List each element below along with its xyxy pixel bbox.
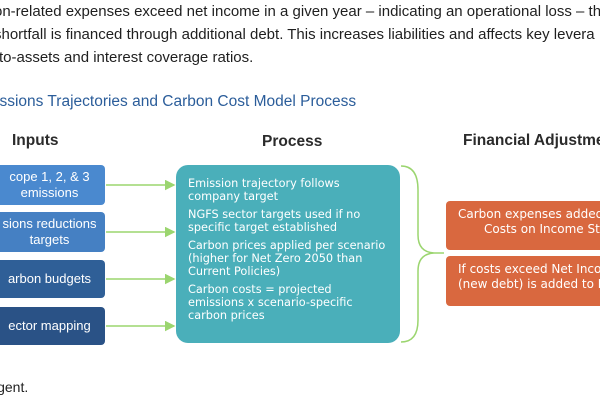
footer-text: igent. xyxy=(0,379,29,395)
process-step: NGFS sector targets used if no specific … xyxy=(188,208,394,234)
input-label: emissions xyxy=(20,185,79,200)
financial-box-carbon-expenses: Carbon expenses added to Costs on Income… xyxy=(446,201,600,250)
process-text: specific target established xyxy=(188,221,338,234)
output-bracket xyxy=(400,165,435,343)
input-label: targets xyxy=(29,232,70,247)
process-step: Carbon costs = projected emissions x sce… xyxy=(188,283,394,322)
financial-text: Costs on Income Stat xyxy=(484,222,600,236)
process-text: Current Policies) xyxy=(188,265,281,278)
process-text: emissions x scenario-specific xyxy=(188,296,353,309)
input-label: ector mapping xyxy=(8,318,91,333)
figure-title: issions Trajectories and Carbon Cost Mod… xyxy=(0,93,357,110)
input-carbon-budgets: arbon budgets xyxy=(0,260,105,298)
financial-text: Carbon expenses added to xyxy=(458,207,600,221)
paragraph-line: shortfall is financed through additional… xyxy=(0,26,595,43)
financial-header: Financial Adjustment xyxy=(463,132,600,149)
process-text: Emission trajectory follows xyxy=(188,177,340,190)
process-step: Emission trajectory follows company targ… xyxy=(188,177,394,203)
input-sector-mapping: ector mapping xyxy=(0,307,105,345)
financial-text: If costs exceed Net Incom xyxy=(458,262,600,276)
input-label: arbon budgets xyxy=(7,271,92,286)
paragraph-line: on-related expenses exceed net income in… xyxy=(0,3,600,20)
input-label: cope 1, 2, & 3 xyxy=(9,169,90,184)
process-text: NGFS sector targets used if no xyxy=(188,208,361,221)
process-text: (higher for Net Zero 2050 than xyxy=(188,252,363,265)
process-text: carbon prices xyxy=(188,309,265,322)
paragraph-line: -to-assets and interest coverage ratios. xyxy=(0,49,254,66)
process-text: Carbon prices applied per scenario xyxy=(188,239,386,252)
process-box: Emission trajectory follows company targ… xyxy=(176,165,400,343)
input-emission-reduction-targets: sions reductions targets xyxy=(0,212,105,252)
financial-text: (new debt) is added to Ba xyxy=(458,277,600,291)
process-step: Carbon prices applied per scenario (high… xyxy=(188,239,394,278)
input-label: sions reductions xyxy=(2,216,97,231)
process-text: Carbon costs = projected xyxy=(188,283,332,296)
financial-box-new-debt: If costs exceed Net Incom (new debt) is … xyxy=(446,256,600,306)
input-scope-emissions: cope 1, 2, & 3 emissions xyxy=(0,165,105,205)
body-paragraph: on-related expenses exceed net income in… xyxy=(0,0,600,69)
process-text: company target xyxy=(188,190,279,203)
inputs-header: Inputs xyxy=(12,132,59,149)
process-header: Process xyxy=(262,133,323,150)
